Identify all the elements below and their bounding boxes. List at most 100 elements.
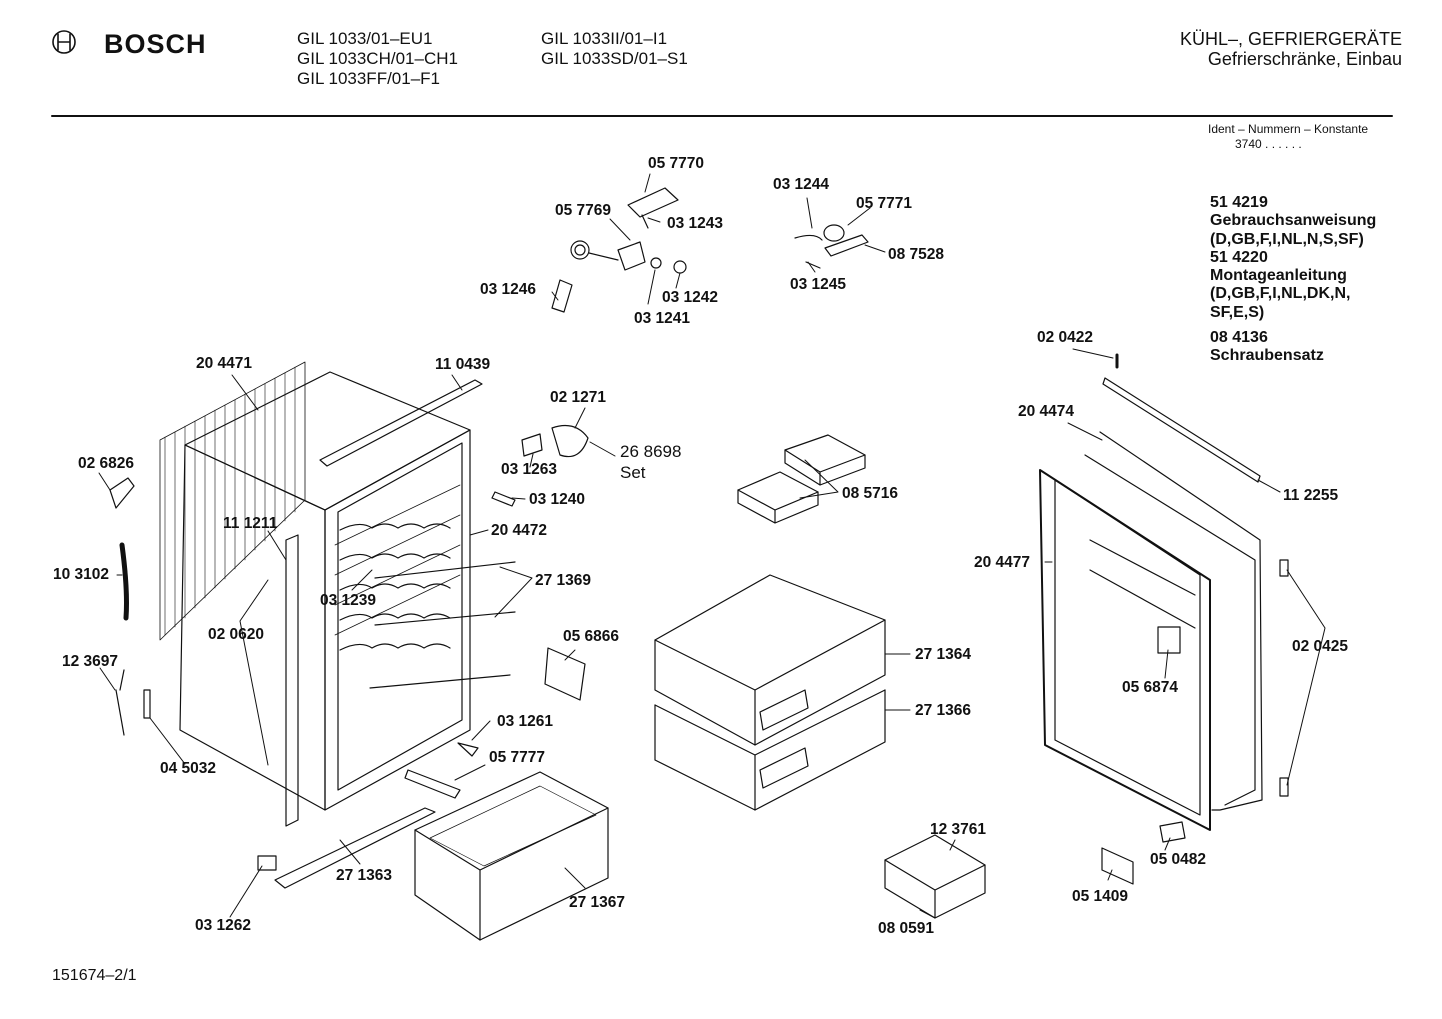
- part-label-057770: 05 7770: [648, 155, 705, 172]
- part-label-031243: 03 1243: [667, 215, 724, 232]
- hinge-parts: [1279, 559, 1289, 797]
- ident-value: 3740 . . . . . .: [1235, 137, 1302, 151]
- category-block: KÜHL–, GEFRIERGERÄTE Gefrierschränke, Ei…: [1180, 29, 1402, 69]
- latch-part: [491, 491, 516, 507]
- part-label-271366: 27 1366: [915, 702, 972, 719]
- set-part: [551, 425, 589, 458]
- part-label-045032: 04 5032: [160, 760, 217, 777]
- basket-27-1367: [414, 771, 609, 941]
- document-line: 51 4220: [1210, 248, 1268, 266]
- part-label-031262: 03 1262: [195, 917, 252, 934]
- thermostat-cluster: [551, 187, 687, 313]
- document-number: 151674–2/1: [52, 967, 137, 984]
- part-label-056874: 05 6874: [1122, 679, 1179, 696]
- top-rail: [319, 379, 483, 467]
- part-label-080591: 08 0591: [878, 920, 935, 937]
- part-label-204477: 20 4477: [974, 554, 1031, 571]
- door-strip: [1102, 377, 1261, 483]
- part-label-031240: 03 1240: [529, 491, 586, 508]
- door-lock-part: [1157, 626, 1181, 654]
- model-item: GIL 1033/01–EU1: [297, 29, 433, 48]
- drawer-27-1364: [654, 574, 886, 746]
- part-label-020620: 02 0620: [208, 626, 265, 643]
- part-label-123697: 12 3697: [62, 653, 119, 670]
- part-label-204472: 20 4472: [491, 522, 548, 539]
- part-label-271364: 27 1364: [915, 646, 972, 663]
- part-label-103102: 10 3102: [53, 566, 110, 583]
- part-label-085716: 08 5716: [842, 485, 899, 502]
- part-label-271367: 27 1367: [569, 894, 626, 911]
- drawer-27-1366: [654, 689, 886, 811]
- clip-part: [109, 477, 135, 509]
- part-label-031261: 03 1261: [497, 713, 554, 730]
- part-label-026826: 02 6826: [78, 455, 135, 472]
- small-block: [257, 855, 277, 871]
- part-label-271369: 27 1369: [535, 572, 592, 589]
- cabinet-body: [159, 361, 516, 811]
- part-label-020425: 02 0425: [1292, 638, 1349, 655]
- side-strip: [285, 534, 299, 827]
- part-label-020422: 02 0422: [1037, 329, 1094, 346]
- category-subtitle: Gefrierschränke, Einbau: [1207, 49, 1402, 69]
- part-label-268698-number: 26 8698: [620, 442, 682, 461]
- tube-part: [119, 542, 129, 621]
- model-item: GIL 1033SD/01–S1: [541, 49, 688, 68]
- document-line: (D,GB,F,I,NL,DK,N,: [1210, 285, 1351, 303]
- part-label-268698-set: Set: [620, 463, 646, 482]
- part-label-087528: 08 7528: [888, 246, 945, 263]
- part-label-123761: 12 3761: [930, 821, 987, 838]
- door-assembly: [1039, 431, 1263, 831]
- part-label-031239: 03 1239: [320, 592, 377, 609]
- ident-block: Ident – Nummern – Konstante 3740 . . . .…: [1208, 122, 1368, 152]
- part-label-050482: 05 0482: [1150, 851, 1207, 868]
- bosch-logo-icon: [52, 30, 76, 54]
- plate-part: [1101, 847, 1134, 885]
- guide-part: [404, 769, 461, 799]
- part-label-204474: 20 4474: [1018, 403, 1075, 420]
- bracket-part: [1159, 821, 1186, 843]
- model-list-right: GIL 1033II/01–I1 GIL 1033SD/01–S1: [541, 29, 688, 69]
- small-clip-part: [457, 742, 479, 757]
- document-line: Montageanleitung: [1210, 267, 1347, 285]
- lamp-cluster: [794, 224, 869, 269]
- part-label-031244: 03 1244: [773, 176, 830, 193]
- document-list: 51 4219 Gebrauchsanweisung (D,GB,F,I,NL,…: [1210, 194, 1376, 366]
- category-title: KÜHL–, GEFRIERGERÄTE: [1179, 29, 1402, 49]
- pin-part: [143, 689, 151, 719]
- model-item: GIL 1033FF/01–F1: [297, 69, 441, 88]
- part-label-057777: 05 7777: [489, 749, 546, 766]
- part-label-031245: 03 1245: [790, 276, 847, 293]
- cover-part: [544, 647, 586, 701]
- sensor-part: [115, 669, 125, 736]
- part-label-271363: 27 1363: [336, 867, 393, 884]
- part-label-268698: 26 8698 Set: [620, 441, 681, 483]
- part-label-057769: 05 7769: [555, 202, 612, 219]
- holder-part: [521, 433, 543, 457]
- document-line: 08 4136: [1210, 329, 1268, 347]
- part-label-111211: 11 1211: [223, 515, 278, 532]
- brand-name: BOSCH: [104, 29, 207, 59]
- document-line: SF,E,S): [1210, 303, 1265, 321]
- part-label-031246: 03 1246: [480, 281, 537, 298]
- model-list-left: GIL 1033/01–EU1 GIL 1033CH/01–CH1 GIL 10…: [297, 29, 458, 89]
- part-label-021271: 02 1271: [550, 389, 607, 406]
- part-label-110439: 11 0439: [435, 356, 491, 373]
- document-line: Gebrauchsanweisung: [1210, 212, 1377, 230]
- document-line: (D,GB,F,I,NL,N,S,SF): [1210, 230, 1364, 248]
- part-label-112255: 11 2255: [1283, 487, 1339, 504]
- ice-tray: [884, 834, 986, 919]
- part-label-031242: 03 1242: [662, 289, 719, 306]
- ident-label: Ident – Nummern – Konstante: [1208, 122, 1369, 136]
- model-item: GIL 1033II/01–I1: [541, 29, 668, 48]
- part-label-031263: 03 1263: [501, 461, 558, 478]
- bottom-rail: [274, 807, 436, 889]
- document-line: Schraubensatz: [1210, 347, 1324, 365]
- part-label-056866: 05 6866: [563, 628, 620, 645]
- part-label-031241: 03 1241: [634, 310, 691, 327]
- part-label-051409: 05 1409: [1072, 888, 1129, 905]
- model-item: GIL 1033CH/01–CH1: [297, 49, 458, 68]
- document-line: 51 4219: [1210, 194, 1268, 211]
- ice-packs: [737, 434, 866, 524]
- part-label-204471: 20 4471: [196, 355, 253, 372]
